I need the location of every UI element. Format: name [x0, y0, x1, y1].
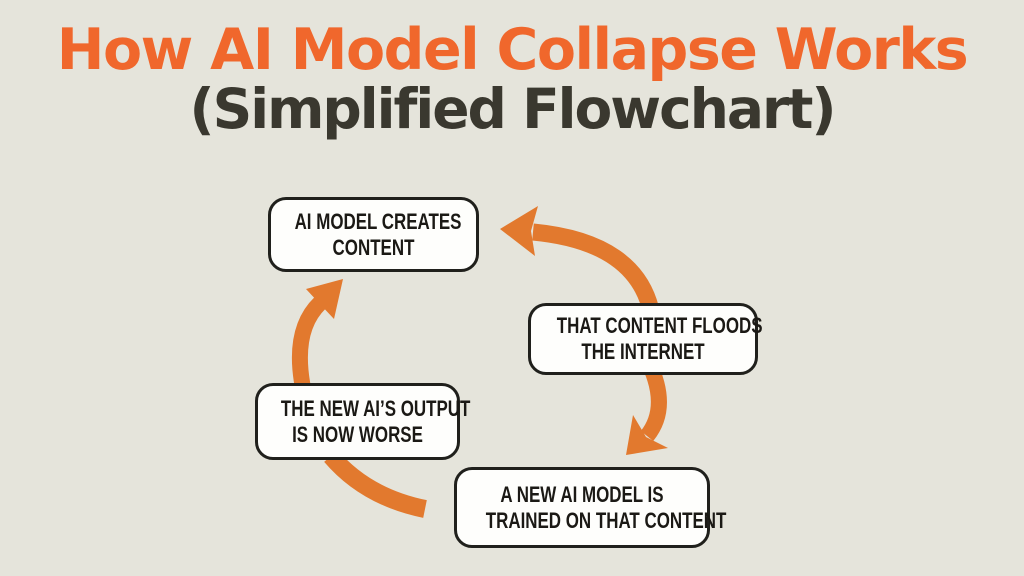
- node-text-line: CONTENT: [332, 234, 415, 260]
- curved-arrow-top-right-icon: [500, 206, 661, 317]
- node-text-line: THE NEW AI’S OUTPUT: [280, 395, 471, 421]
- curved-connector-bottom-left-icon: [324, 450, 427, 518]
- node-ai-creates-content: AI MODEL CREATES CONTENT: [268, 197, 479, 272]
- node-text-line: THE INTERNET: [581, 339, 705, 364]
- node-text-line: IS NOW WORSE: [292, 421, 423, 447]
- node-ai-creates-content-text: AI MODEL CREATES CONTENT: [294, 208, 462, 261]
- node-new-ai-output-worse: THE NEW AI’S OUTPUT IS NOW WORSE: [255, 383, 471, 460]
- node-text-line: TRAINED ON THAT CONTENT: [485, 507, 727, 533]
- node-new-ai-trained: A NEW AI MODEL IS TRAINED ON THAT CONTEN…: [454, 467, 727, 548]
- curved-arrow-left-up-icon: [291, 279, 343, 390]
- node-new-ai-output-worse-text: THE NEW AI’S OUTPUT IS NOW WORSE: [280, 395, 471, 448]
- page-title: How AI Model Collapse Works: [56, 17, 969, 83]
- node-new-ai-trained-text: A NEW AI MODEL IS TRAINED ON THAT CONTEN…: [485, 481, 727, 534]
- node-content-floods-internet: THAT CONTENT FLOODS THE INTERNET: [528, 303, 763, 375]
- node-text-line: AI MODEL CREATES: [294, 208, 462, 234]
- curved-arrow-right-down-icon: [626, 367, 668, 455]
- node-text-line: A NEW AI MODEL IS: [500, 481, 664, 507]
- node-content-floods-internet-text: THAT CONTENT FLOODS THE INTERNET: [556, 313, 763, 365]
- node-text-line: THAT CONTENT FLOODS: [556, 313, 763, 339]
- page-subtitle: (Simplified Flowchart): [189, 77, 836, 141]
- header: How AI Model Collapse Works (Simplified …: [0, 0, 1024, 137]
